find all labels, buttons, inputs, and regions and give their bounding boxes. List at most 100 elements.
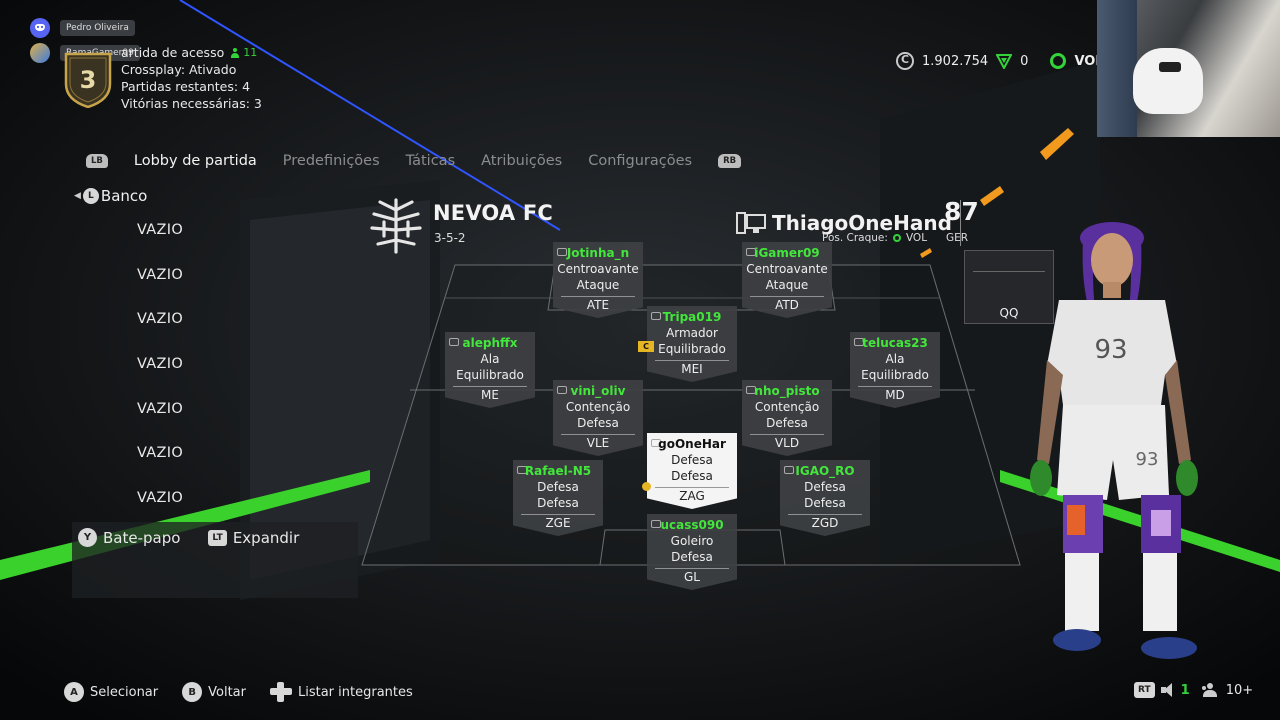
star-position-row: Pos. Craque: VOL: [822, 232, 927, 244]
bench-header[interactable]: ◀ L Banco: [74, 187, 147, 205]
card-position: VLD: [774, 436, 800, 450]
card-position: MD: [885, 388, 905, 402]
bench-slot[interactable]: VAZIO: [137, 311, 184, 328]
platform-icon: [517, 466, 527, 474]
platform-icon: [449, 338, 459, 346]
card-divider: [561, 434, 635, 435]
card-divider: [521, 514, 595, 515]
club-name: NEVOA FC: [433, 201, 554, 225]
player-card-slot[interactable]: QQ: [964, 250, 1054, 324]
rank-number: 3: [80, 66, 97, 94]
card-player-name: vini_oliv: [570, 384, 626, 398]
card-divider: [858, 386, 932, 387]
bench-slot[interactable]: VAZIO: [137, 445, 184, 462]
card-role: Contenção: [565, 400, 631, 414]
tab-assignments[interactable]: Atribuições: [481, 153, 563, 169]
online-count-value: 11: [243, 46, 258, 59]
card-style: Defesa: [537, 496, 579, 510]
select-hint[interactable]: Selecionar: [90, 684, 159, 700]
card-position: ME: [481, 388, 499, 402]
position-indicator-icon: [892, 234, 901, 242]
card-player-name: Tripa019: [662, 310, 722, 324]
card-role: Defesa: [671, 453, 713, 467]
rb-button-icon[interactable]: RB: [718, 154, 742, 168]
expand-button[interactable]: Expandir: [232, 528, 300, 547]
current-position: VOL: [1074, 53, 1104, 69]
arrow-left-icon: ◀: [74, 191, 81, 201]
online-count: 11: [230, 44, 257, 61]
bench-list: VAZIO VAZIO VAZIO VAZIO VAZIO VAZIO VAZI…: [137, 222, 183, 535]
club-crest-icon: [370, 198, 422, 254]
players-count: 10+: [1225, 682, 1254, 698]
card-divider: [750, 296, 824, 297]
bench-slot[interactable]: VAZIO: [137, 356, 184, 373]
card-position: ZGE: [545, 516, 571, 530]
lt-button-icon: LT: [208, 529, 227, 546]
card-divider: [788, 514, 862, 515]
card-role: Centroavante: [746, 262, 828, 276]
platform-icon: [557, 386, 567, 394]
back-hint[interactable]: Voltar: [208, 684, 246, 700]
tab-tactics[interactable]: Táticas: [405, 153, 456, 169]
person-icon: [230, 47, 240, 58]
player-card-label: QQ: [999, 306, 1019, 320]
card-role: Ala: [885, 352, 905, 366]
platform-icon: [746, 386, 756, 394]
player-overall-position: GER: [946, 232, 969, 244]
discord-user-chip: Pedro Oliveira: [60, 20, 135, 36]
card-divider: [453, 386, 527, 387]
card-position: VLE: [586, 436, 610, 450]
tab-presets[interactable]: Predefinições: [282, 153, 380, 169]
lb-button-icon[interactable]: LB: [86, 154, 108, 168]
coin-balance: 1.902.754: [922, 53, 989, 69]
platform-icon: [854, 338, 864, 346]
chat-button[interactable]: Bate-papo: [103, 528, 181, 547]
bench-slot[interactable]: VAZIO: [137, 400, 184, 417]
group-icon: [1200, 683, 1220, 697]
points-icon: [996, 54, 1013, 69]
player-overall: 87: [944, 197, 979, 226]
coin-icon: [896, 52, 914, 70]
card-player-name: Jotinha_n: [566, 246, 630, 260]
crossplay-status: Crossplay: Ativado: [121, 62, 237, 77]
bench-slot[interactable]: VAZIO: [137, 222, 184, 238]
player-name: ThiagoOneHand: [772, 211, 952, 235]
remaining-matches: Partidas restantes: 4: [121, 79, 251, 94]
card-player-name: IGAO_RO: [795, 464, 855, 478]
speaker-icon[interactable]: [1160, 683, 1175, 697]
rank-info: artida de acesso 11 Crossplay: Ativado P…: [121, 44, 262, 112]
platform-icon: [651, 439, 661, 447]
card-player-name: goOneHar: [658, 437, 726, 451]
card-divider: [655, 568, 729, 569]
star-player-icon: [642, 482, 651, 491]
player-model-image: 93 93: [1030, 222, 1198, 659]
shirt-number: 93: [1094, 335, 1127, 365]
tab-lobby[interactable]: Lobby de partida: [133, 153, 257, 169]
card-divider: [561, 296, 635, 297]
list-members-hint[interactable]: Listar integrantes: [297, 684, 413, 700]
bench-title: Banco: [100, 187, 148, 205]
card-role: Defesa: [804, 480, 846, 494]
bench-slot[interactable]: VAZIO: [137, 490, 184, 507]
points-balance: 0: [1020, 53, 1029, 69]
discord-logo-icon: [30, 18, 50, 38]
card-role: Goleiro: [670, 534, 714, 548]
star-position-value: VOL: [905, 232, 928, 244]
card-position: ATD: [775, 298, 799, 312]
bench-slot[interactable]: VAZIO: [137, 266, 184, 283]
tab-settings[interactable]: Configurações: [588, 153, 693, 169]
captain-badge-icon: C: [638, 341, 654, 352]
wins-needed: Vitórias necessárias: 3: [121, 96, 262, 111]
platform-icon: [746, 248, 756, 256]
